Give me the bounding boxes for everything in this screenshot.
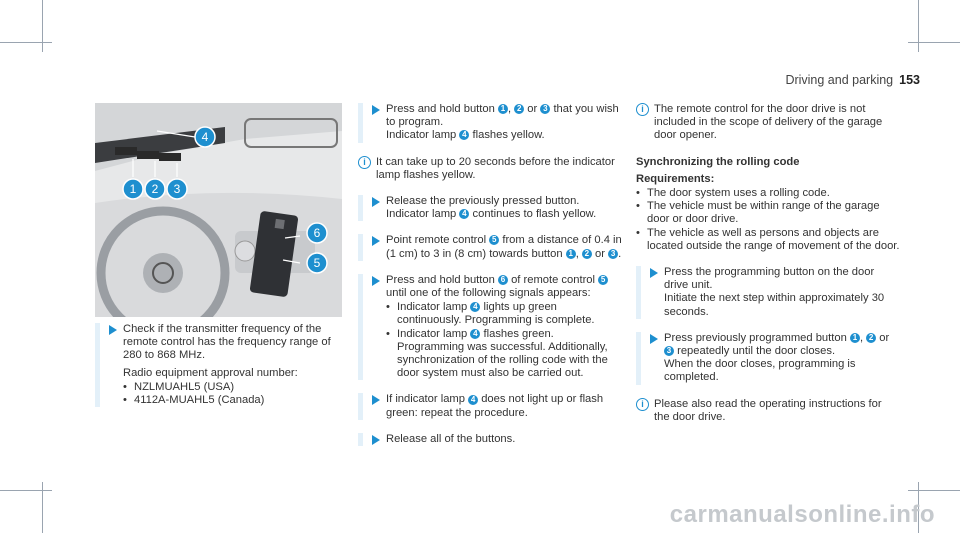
- page-header: Driving and parking 153: [785, 73, 920, 87]
- watermark: carmanualsonline.info: [669, 501, 935, 528]
- callout-2: 2: [144, 178, 166, 200]
- badge-2: 2: [866, 332, 877, 343]
- svg-text:4: 4: [202, 130, 209, 144]
- column-right: i The remote control for the door drive …: [636, 103, 900, 437]
- badge-4: 4: [470, 302, 481, 313]
- svg-text:5: 5: [314, 256, 321, 270]
- step-arrow-icon: [372, 395, 380, 406]
- info-icon: i: [636, 103, 649, 116]
- crop-mark: [908, 42, 960, 43]
- badge-4: 4: [470, 328, 481, 339]
- approval-label: Radio equipment approval number:: [123, 366, 298, 379]
- crop-mark: [42, 0, 43, 52]
- approval-list: NZLMUAHL5 (USA) 4112A-MUAHL5 (Canada): [123, 381, 345, 408]
- badge-5: 5: [598, 274, 609, 285]
- note-scope: i The remote control for the door drive …: [636, 103, 900, 143]
- step-text: Press and hold button 1, 2 or 3 that you…: [386, 103, 619, 129]
- crop-mark: [918, 0, 919, 52]
- badge-1: 1: [565, 248, 576, 259]
- page-number: 153: [899, 73, 920, 87]
- badge-3: 3: [608, 248, 619, 259]
- list-item: The door system uses a rolling code.: [636, 187, 900, 200]
- step-arrow-icon: [109, 325, 117, 335]
- badge-4: 4: [459, 209, 470, 220]
- step-point-remote: Point remote control 5 from a distance o…: [358, 234, 622, 262]
- badge-3: 3: [540, 104, 551, 115]
- column-left: Check if the transmitter frequency of th…: [95, 323, 345, 420]
- step-repeat: If indicator lamp 4 does not light up or…: [358, 393, 622, 421]
- badge-3: 3: [664, 346, 674, 357]
- car-interior-illustration: 4 1 2 3 6 5: [95, 103, 342, 317]
- badge-4: 4: [468, 394, 479, 405]
- svg-text:6: 6: [314, 226, 321, 240]
- badge-2: 2: [514, 104, 525, 115]
- callout-3: 3: [166, 178, 188, 200]
- svg-text:3: 3: [174, 182, 181, 196]
- callout-1: 1: [122, 178, 144, 200]
- info-icon: i: [358, 155, 371, 169]
- crop-mark: [0, 42, 52, 43]
- list-item: The vehicle as well as persons and objec…: [636, 227, 900, 253]
- callout-4: 4: [194, 126, 216, 148]
- badge-6: 6: [497, 274, 508, 285]
- crop-mark: [42, 482, 43, 533]
- svg-text:2: 2: [152, 182, 159, 196]
- step-programming-button: Press the programming button on the door…: [636, 266, 900, 319]
- column-middle: Press and hold button 1, 2 or 3 that you…: [358, 103, 622, 459]
- step-arrow-icon: [650, 268, 658, 279]
- crop-mark: [908, 490, 960, 491]
- list-item: 4112A-MUAHL5 (Canada): [123, 394, 345, 407]
- list-item: The vehicle must be within range of the …: [636, 200, 900, 226]
- requirements-label: Requirements:: [636, 172, 715, 185]
- step-arrow-icon: [372, 105, 380, 115]
- list-item: Indicator lamp 4 lights up green continu…: [386, 301, 622, 327]
- info-icon: i: [636, 397, 649, 411]
- step-press-hold: Press and hold button 1, 2 or 3 that you…: [358, 103, 622, 143]
- badge-4: 4: [459, 130, 470, 141]
- section-heading: Synchronizing the rolling code: [636, 155, 800, 168]
- step-press-remote: Press and hold button 6 of remote contro…: [358, 273, 622, 381]
- badge-1: 1: [497, 104, 508, 115]
- crop-mark: [918, 482, 919, 533]
- crop-mark: [0, 490, 52, 491]
- badge-5: 5: [489, 235, 500, 246]
- step-arrow-icon: [372, 197, 380, 208]
- step-arrow-icon: [372, 434, 380, 445]
- svg-text:1: 1: [130, 182, 137, 196]
- badge-1: 1: [849, 332, 860, 343]
- step-arrow-icon: [372, 236, 380, 247]
- step-arrow-icon: [650, 333, 658, 344]
- step-press-programmed: Press previously programmed button 1, 2 …: [636, 331, 900, 385]
- step-check-frequency: Check if the transmitter frequency of th…: [95, 323, 345, 408]
- note-timing: i It can take up to 20 seconds before th…: [358, 155, 622, 182]
- step-text: Check if the transmitter frequency of th…: [123, 323, 331, 362]
- section-title: Driving and parking: [785, 73, 894, 87]
- badge-2: 2: [581, 248, 592, 259]
- list-item: Indicator lamp 4 flashes green. Programm…: [386, 328, 622, 381]
- note-instructions: i Please also read the operating instruc…: [636, 397, 900, 424]
- step-release-all: Release all of the buttons.: [358, 432, 622, 447]
- requirements-list: The door system uses a rolling code. The…: [636, 187, 900, 253]
- step-release: Release the previously pressed button. I…: [358, 195, 622, 222]
- list-item: NZLMUAHL5 (USA): [123, 381, 345, 394]
- step-arrow-icon: [372, 275, 380, 286]
- callout-6: 6: [306, 222, 328, 244]
- signal-list: Indicator lamp 4 lights up green continu…: [386, 301, 622, 380]
- callout-5: 5: [306, 252, 328, 274]
- step-text: Indicator lamp 4 flashes yellow.: [386, 129, 545, 142]
